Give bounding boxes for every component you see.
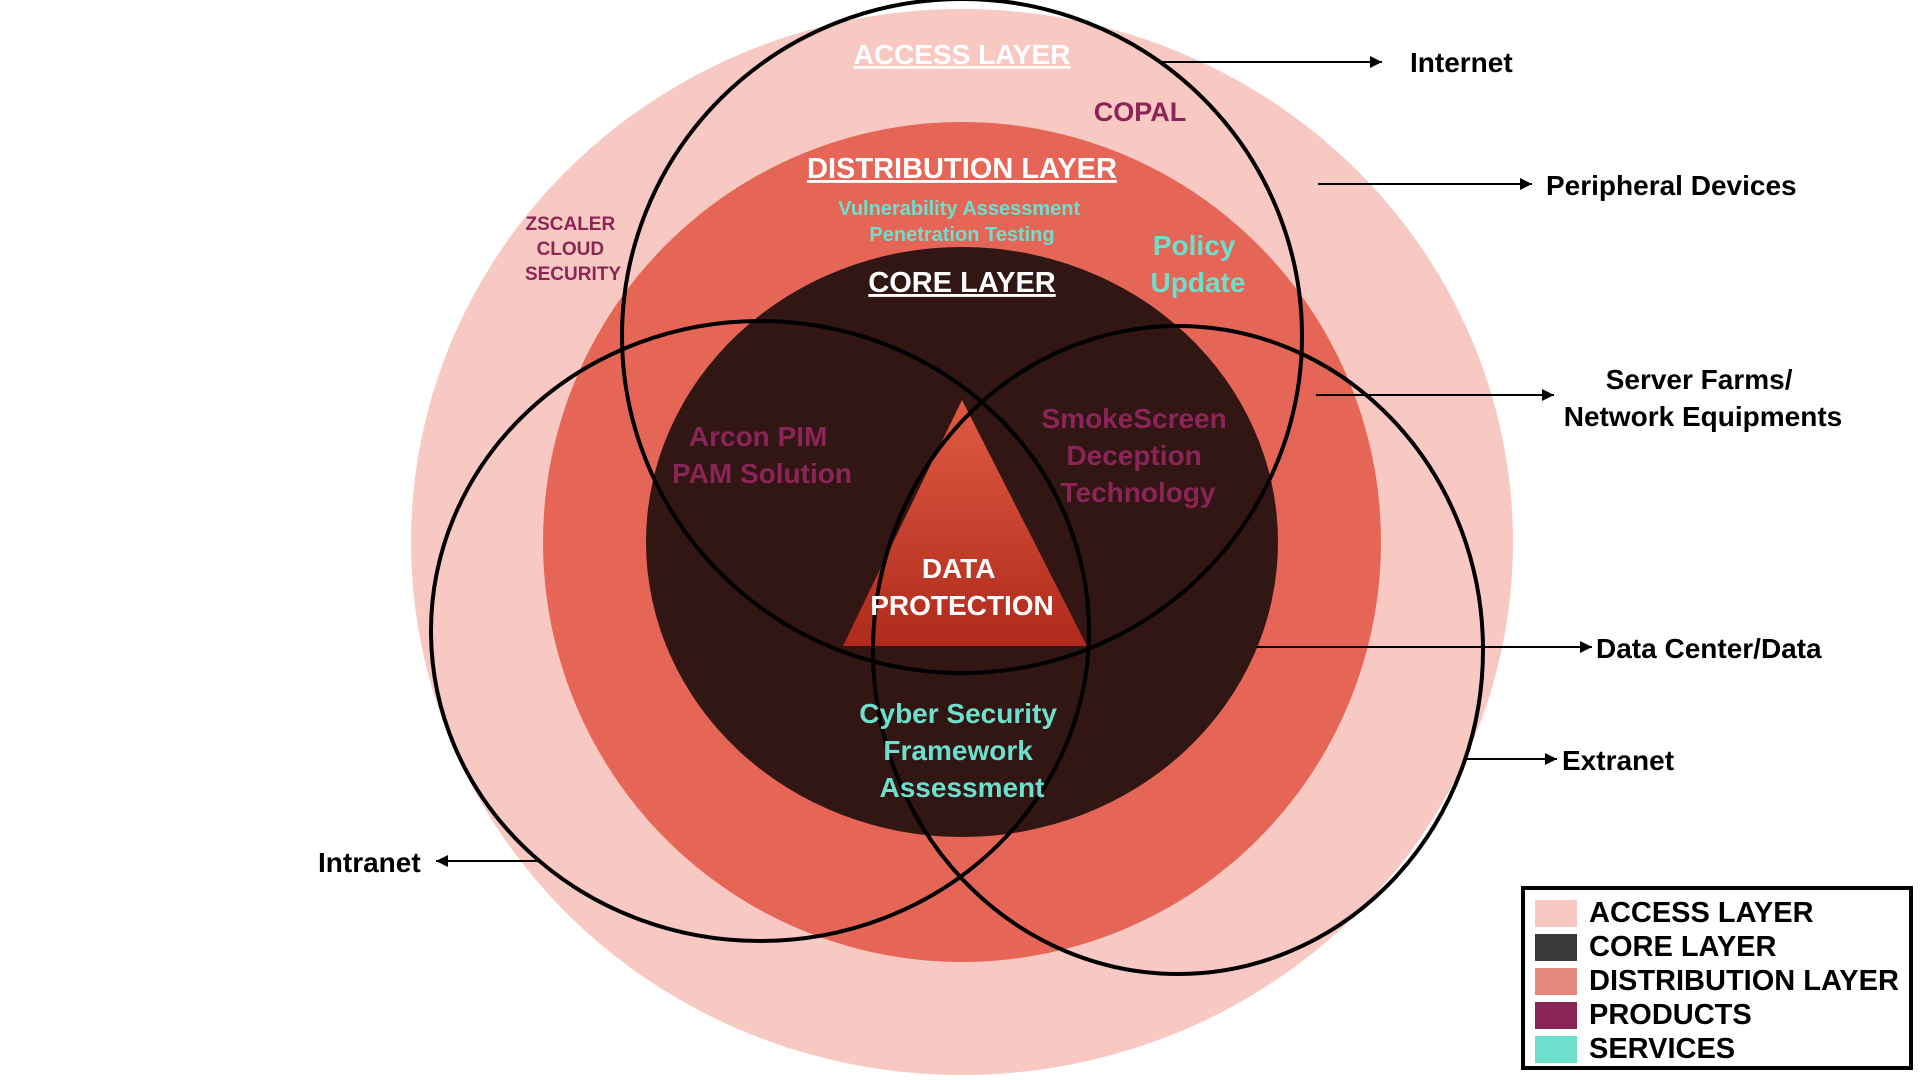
product-zscaler-line: CLOUD	[537, 239, 605, 260]
service-policy-update: Policy Update	[1151, 230, 1246, 298]
data-protection-line: DATA	[922, 553, 995, 584]
label-server-farms-line: Network Equipments	[1564, 401, 1842, 432]
product-smokescreen-line: Technology	[1060, 477, 1215, 508]
core-layer-title: CORE LAYER	[868, 267, 1056, 299]
legend-label: ACCESS LAYER	[1589, 896, 1814, 929]
service-policy-line: Policy	[1153, 230, 1236, 261]
legend: ACCESS LAYER CORE LAYER DISTRIBUTION LAY…	[1521, 886, 1913, 1070]
product-smokescreen-line: SmokeScreen	[1042, 403, 1227, 434]
service-vapt-line: Vulnerability Assessment	[838, 198, 1080, 220]
product-copal: COPAL	[1094, 97, 1187, 127]
data-protection-label: DATA PROTECTION	[870, 553, 1054, 621]
label-server-farms: Server Farms/ Network Equipments	[1564, 364, 1842, 432]
legend-label: PRODUCTS	[1589, 998, 1752, 1031]
venn-circle-top	[620, 0, 1304, 675]
label-extranet: Extranet	[1562, 745, 1674, 776]
legend-item-services: SERVICES	[1535, 1032, 1909, 1066]
service-vapt-line: Penetration Testing	[869, 224, 1054, 246]
distribution-layer-title: DISTRIBUTION LAYER	[807, 153, 1117, 185]
legend-item-access-layer: ACCESS LAYER	[1535, 896, 1909, 930]
service-csf-line: Framework	[883, 735, 1033, 766]
product-smokescreen-line: Deception	[1066, 440, 1201, 471]
legend-swatch	[1535, 1035, 1577, 1063]
venn-circle-right	[871, 324, 1485, 976]
data-protection-line: PROTECTION	[870, 590, 1054, 621]
product-arcon-pim: Arcon PIM PAM Solution	[672, 421, 852, 489]
legend-item-products: PRODUCTS	[1535, 998, 1909, 1032]
product-smokescreen: SmokeScreen Deception Technology	[1042, 403, 1235, 508]
product-zscaler: ZSCALER CLOUD SECURITY	[525, 214, 621, 285]
product-arcon-line: PAM Solution	[672, 458, 852, 489]
service-vapt: Vulnerability Assessment Penetration Tes…	[838, 198, 1086, 246]
venn-circle-left	[429, 319, 1091, 943]
label-intranet: Intranet	[318, 847, 421, 878]
legend-label: CORE LAYER	[1589, 930, 1777, 963]
label-peripheral-devices: Peripheral Devices	[1546, 170, 1797, 201]
service-policy-line: Update	[1151, 267, 1246, 298]
product-arcon-line: Arcon PIM	[689, 421, 827, 452]
label-server-farms-line: Server Farms/	[1606, 364, 1793, 395]
service-csf-line: Assessment	[880, 772, 1045, 803]
legend-swatch	[1535, 933, 1577, 961]
label-internet: Internet	[1410, 47, 1513, 78]
legend-swatch	[1535, 899, 1577, 927]
legend-label: SERVICES	[1589, 1032, 1736, 1065]
legend-swatch	[1535, 1001, 1577, 1029]
access-layer-title: ACCESS LAYER	[854, 39, 1071, 70]
legend-item-core-layer: CORE LAYER	[1535, 930, 1909, 964]
legend-item-distribution-layer: DISTRIBUTION LAYER	[1535, 964, 1909, 998]
label-data-center: Data Center/Data	[1596, 633, 1822, 664]
product-zscaler-line: SECURITY	[525, 264, 621, 285]
service-cyber-security-framework: Cyber Security Framework Assessment	[859, 698, 1064, 803]
legend-swatch	[1535, 967, 1577, 995]
product-zscaler-line: ZSCALER	[525, 214, 615, 235]
data-protection-triangle	[843, 400, 1087, 646]
service-csf-line: Cyber Security	[859, 698, 1057, 729]
legend-label: DISTRIBUTION LAYER	[1589, 964, 1899, 997]
